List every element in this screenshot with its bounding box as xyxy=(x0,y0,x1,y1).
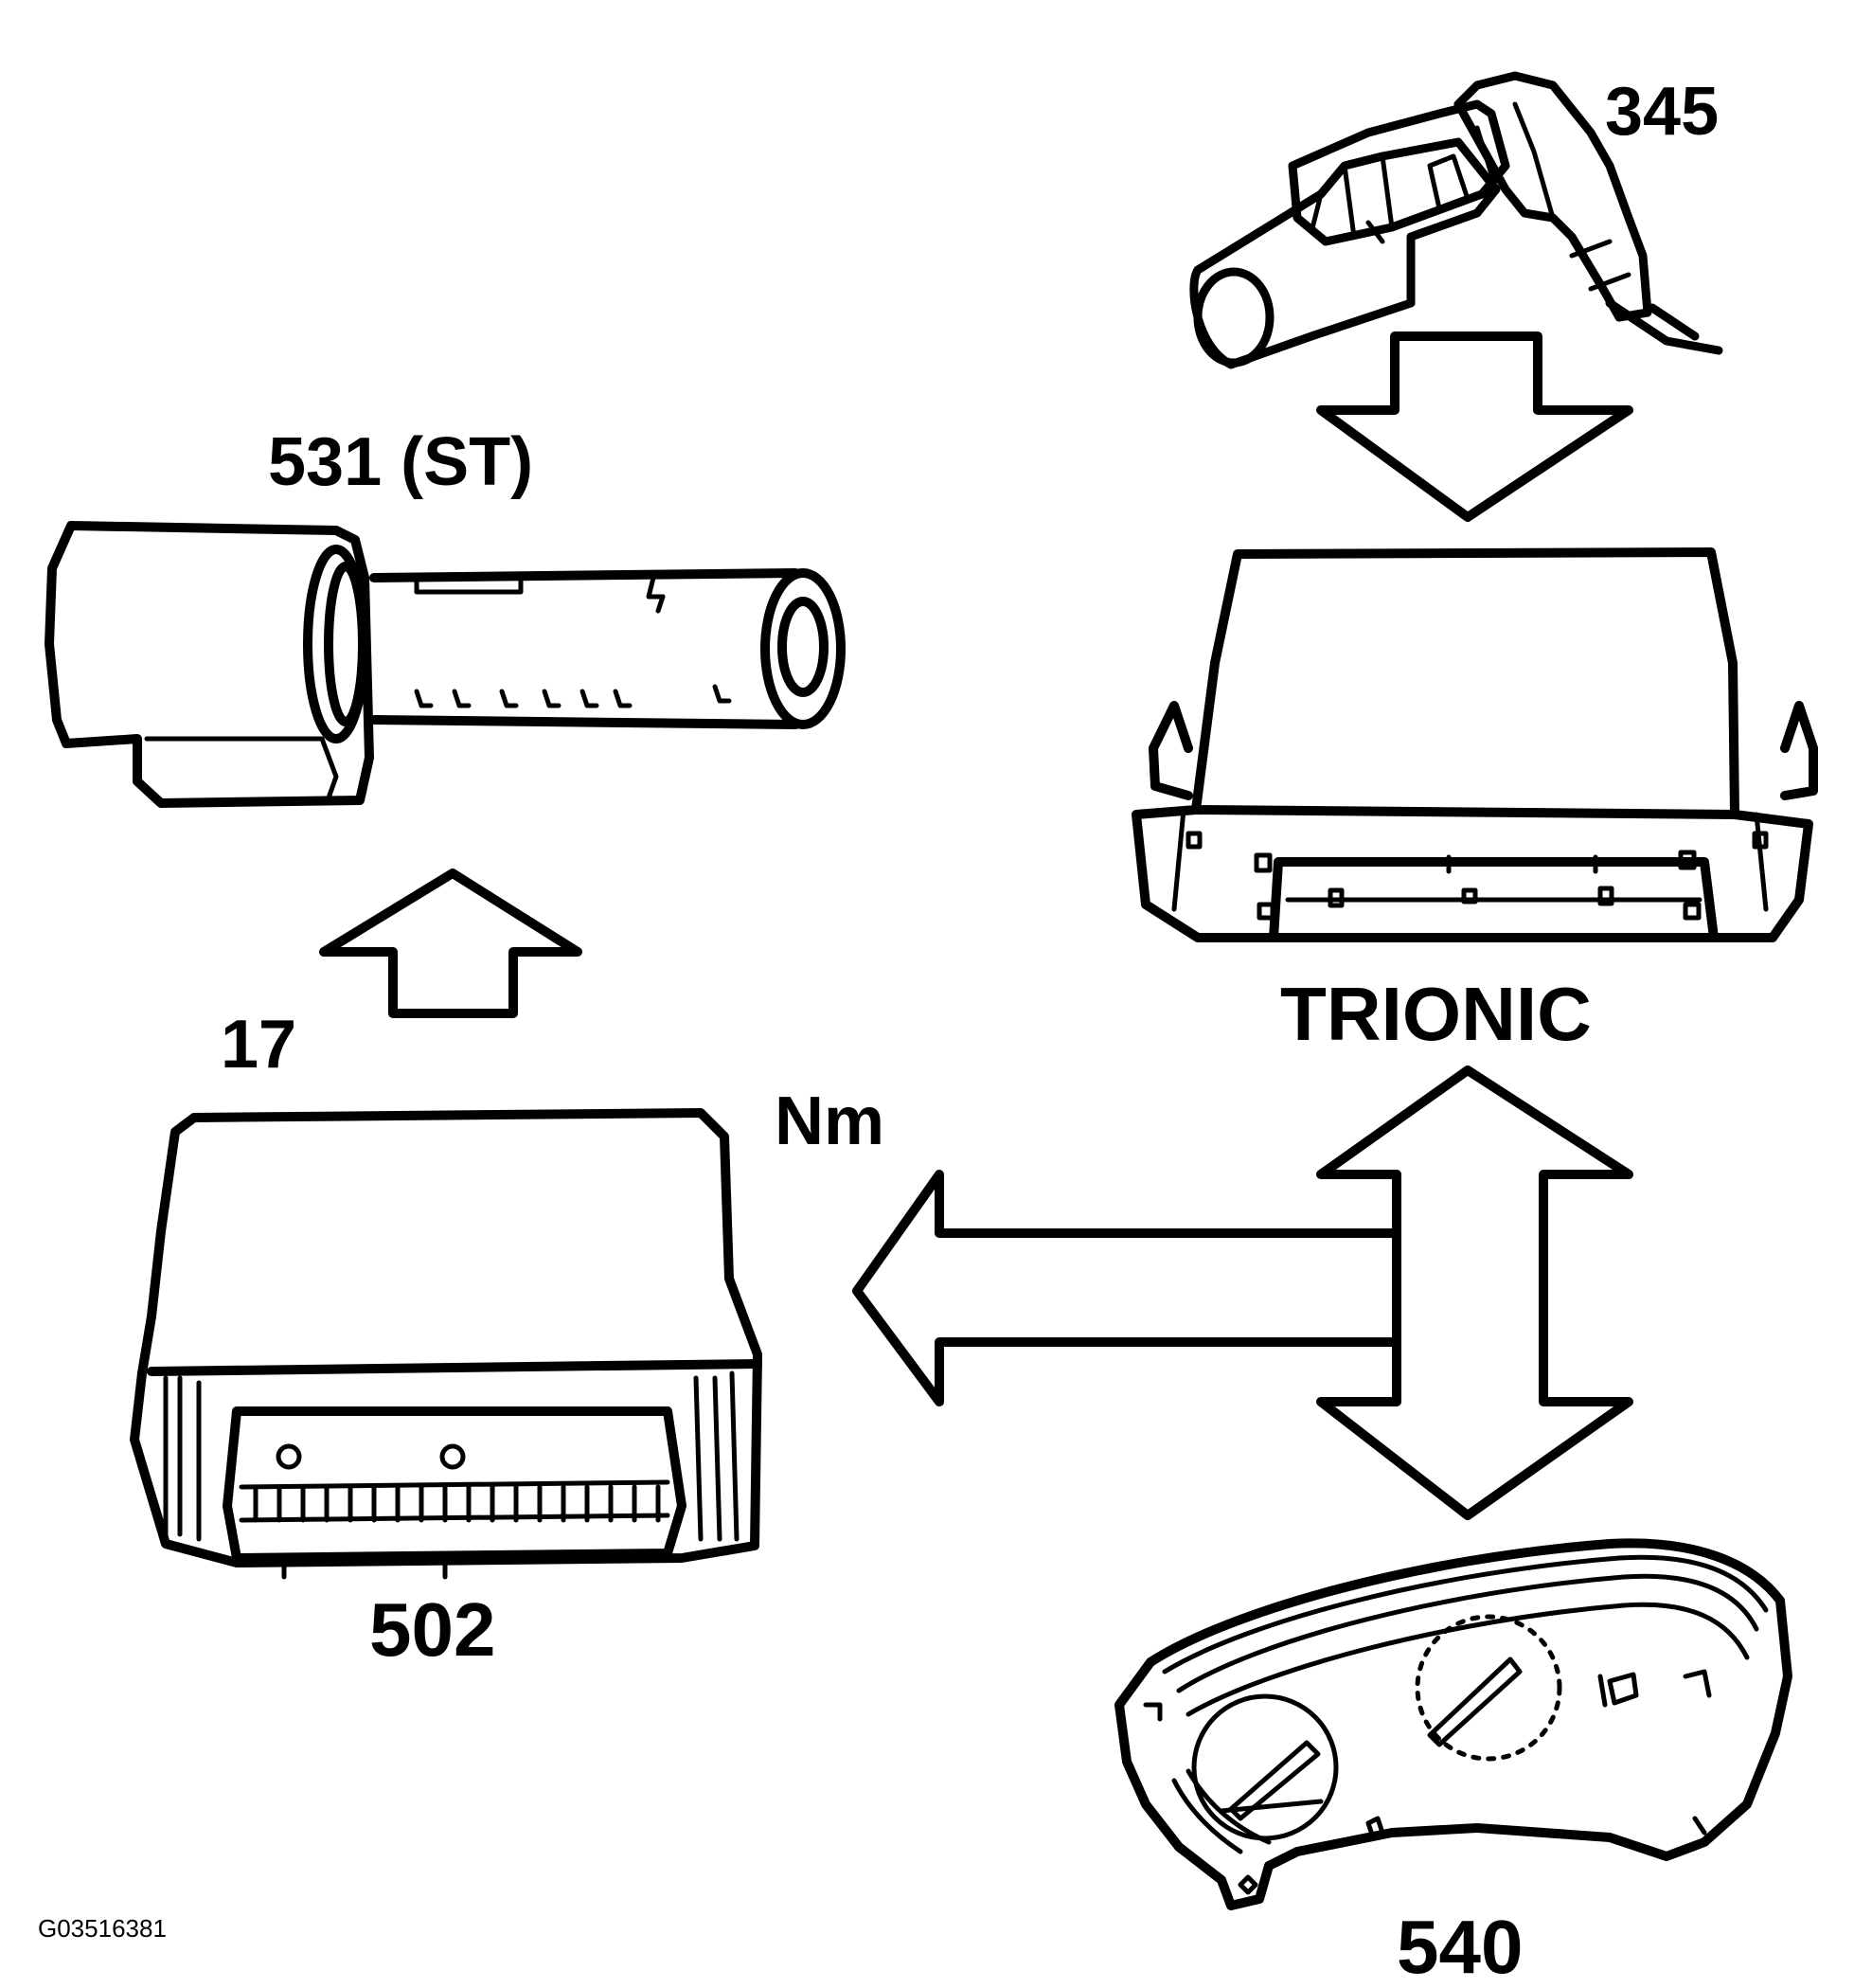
trionic-ecu-icon xyxy=(1132,547,1818,942)
sensor-345-icon xyxy=(1189,71,1723,369)
arrow-trionic-to-ecu502 xyxy=(852,1170,1401,1406)
arrow-trionic-instrument-bidirectional xyxy=(1316,1066,1633,1520)
arrow-sensor-to-trionic xyxy=(1316,331,1633,522)
label-540: 540 xyxy=(1397,1905,1523,1988)
label-trionic: TRIONIC xyxy=(1280,972,1592,1056)
label-nm: Nm xyxy=(775,1084,884,1159)
figure-code: G03516381 xyxy=(38,1914,167,1943)
ecu-502-icon xyxy=(130,1108,762,1580)
label-502: 502 xyxy=(369,1587,495,1672)
arrow-ecu502-to-ignition xyxy=(319,869,582,1018)
instrument-cluster-540-icon xyxy=(1114,1538,1792,1910)
label-17: 17 xyxy=(221,1007,296,1083)
label-531-st: 531 (ST) xyxy=(268,424,533,500)
ignition-switch-531-icon xyxy=(45,521,846,808)
label-345: 345 xyxy=(1605,74,1719,150)
